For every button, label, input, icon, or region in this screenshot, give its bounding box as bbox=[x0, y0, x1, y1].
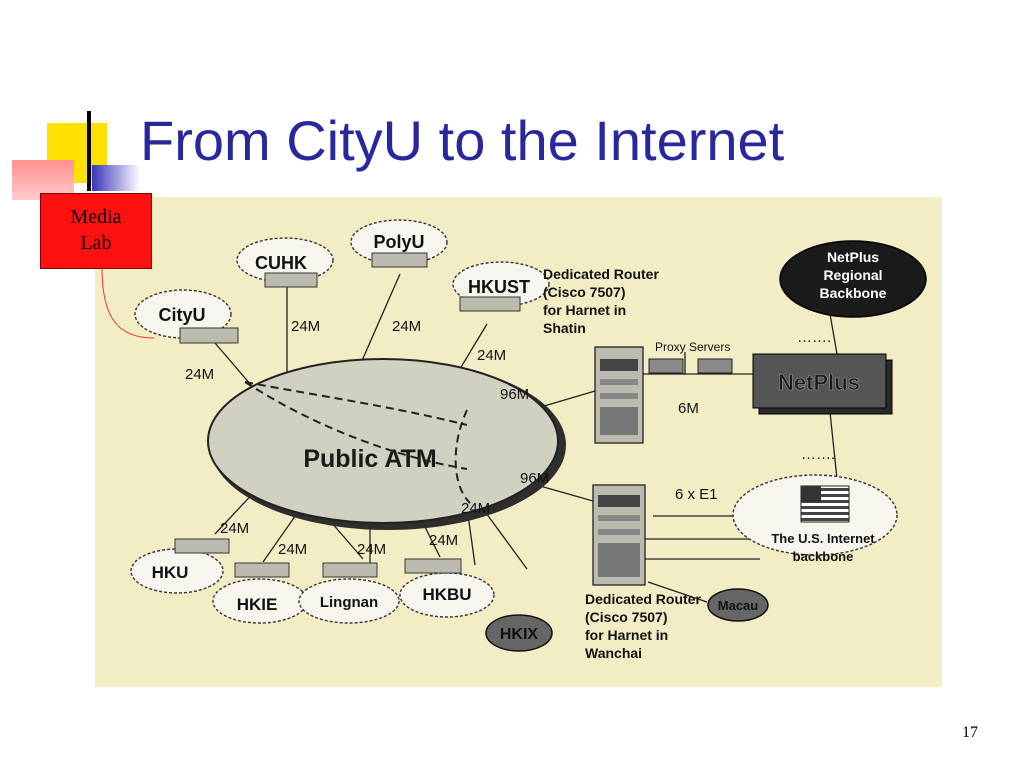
us-internet-line2: backbone bbox=[793, 549, 854, 564]
public-atm-label: Public ATM bbox=[303, 445, 436, 473]
router-boxes bbox=[174, 252, 521, 578]
shatin-server-icon bbox=[594, 346, 644, 444]
decorative-vertical-line bbox=[87, 111, 91, 191]
proxy-server-box-2 bbox=[697, 358, 733, 374]
media-lab-line2: Lab bbox=[80, 232, 112, 254]
link-hkbu-label: 24M bbox=[429, 532, 458, 549]
link-hkust-label: 24M bbox=[477, 347, 506, 364]
netplus-backbone-node bbox=[779, 240, 927, 318]
shatin-router-line3: for Harnet in bbox=[543, 302, 626, 318]
link-hku-label: 24M bbox=[220, 520, 249, 537]
macau-node bbox=[707, 588, 769, 622]
polyu-label: PolyU bbox=[373, 232, 424, 252]
netplus-backbone-line2: Regional bbox=[823, 267, 882, 283]
network-diagram: Public ATM CUHK PolyU HKUST CityU HKU H bbox=[95, 197, 942, 687]
us-internet-line1: The U.S. Internet bbox=[771, 531, 875, 546]
shatin-router-line4: Shatin bbox=[543, 320, 586, 336]
dots-upper: ……. bbox=[797, 329, 831, 346]
dots-lower: ……. bbox=[801, 446, 835, 463]
hkix-label: HKIX bbox=[500, 626, 539, 643]
link-wanchai-label: 96M bbox=[520, 470, 549, 487]
media-lab-line1: Media bbox=[70, 206, 122, 228]
link-e1-label: 6 x E1 bbox=[675, 486, 718, 503]
wanchai-router-line3: for Harnet in bbox=[585, 627, 668, 643]
link-netplus-label: 6M bbox=[678, 400, 699, 417]
link-hkie-label: 24M bbox=[278, 541, 307, 558]
link-shatin-label: 96M bbox=[500, 386, 529, 403]
wanchai-router-line4: Wanchai bbox=[585, 645, 642, 661]
netplus-backbone-line1: NetPlus bbox=[827, 249, 879, 265]
link-wanchai-hkbu-label: 24M bbox=[461, 500, 490, 517]
hkbu-label: HKBU bbox=[422, 585, 471, 604]
wanchai-router-line2: (Cisco 7507) bbox=[585, 609, 667, 625]
hkix-node bbox=[485, 614, 553, 652]
link-cityu-label: 24M bbox=[185, 366, 214, 383]
slide-title: From CityU to the Internet bbox=[140, 109, 785, 172]
hkust-label: HKUST bbox=[468, 277, 530, 297]
link-polyu-label: 24M bbox=[392, 318, 421, 335]
decorative-blue-bar bbox=[92, 165, 140, 191]
lingnan-label: Lingnan bbox=[320, 594, 378, 611]
shatin-router-line2: (Cisco 7507) bbox=[543, 284, 625, 300]
page-number: 17 bbox=[962, 724, 978, 741]
macau-label: Macau bbox=[718, 598, 759, 613]
proxy-servers-label: Proxy Servers bbox=[655, 340, 730, 354]
wanchai-router-line1: Dedicated Router bbox=[585, 591, 701, 607]
hku-label: HKU bbox=[152, 563, 189, 582]
netplus-box-front bbox=[752, 353, 887, 409]
link-cuhk-label: 24M bbox=[291, 318, 320, 335]
shatin-router-line1: Dedicated Router bbox=[543, 266, 659, 282]
public-atm-cloud bbox=[207, 358, 559, 524]
media-lab-badge: Media Lab bbox=[40, 193, 152, 269]
hkie-label: HKIE bbox=[237, 595, 278, 614]
link-lingnan-label: 24M bbox=[357, 541, 386, 558]
dashed-paths bbox=[244, 381, 471, 504]
netplus-label: NetPlus bbox=[778, 370, 860, 395]
cuhk-label: CUHK bbox=[255, 253, 307, 273]
cityu-label: CityU bbox=[158, 305, 205, 325]
netplus-backbone-line3: Backbone bbox=[820, 285, 887, 301]
wanchai-server-icon bbox=[592, 484, 646, 586]
us-flag-icon bbox=[800, 485, 850, 523]
connector-line bbox=[101, 268, 155, 339]
proxy-server-box-1 bbox=[648, 358, 684, 374]
